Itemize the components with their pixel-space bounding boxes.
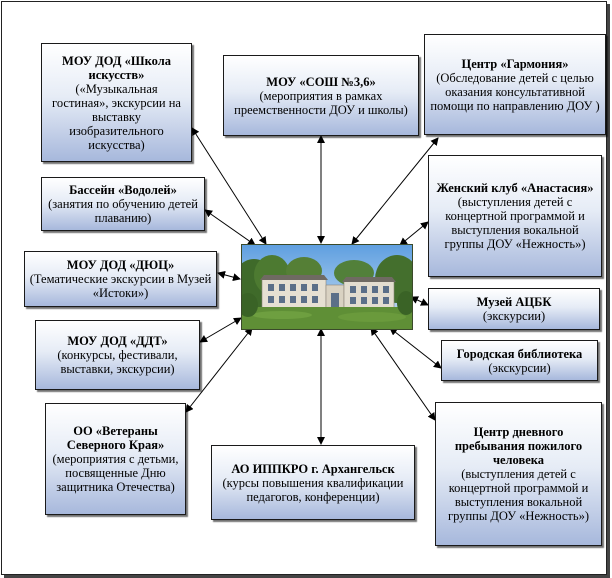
node-description: (занятия по обучению детей плаванию) — [48, 197, 198, 225]
node-title: АО ИППКРО г. Архангельск — [231, 461, 395, 476]
node-sosh: МОУ «СОШ №3,6» (мероприятия в рамках пре… — [223, 55, 419, 136]
node-title: МОУ ДОД «ДДТ» — [67, 334, 168, 348]
node-ippkro: АО ИППКРО г. Архангельск (курсы повышени… — [211, 445, 415, 520]
node-title: Женский клуб «Анастасия» — [436, 181, 594, 195]
center-photo — [241, 244, 413, 330]
node-title: Центр дневного пребывания пожилого челов… — [454, 425, 583, 467]
arrow-dyush — [217, 270, 241, 282]
arrow-ddt — [199, 317, 242, 343]
node-description: (выступления детей с концертной программ… — [444, 195, 586, 251]
arrow-day-center — [370, 327, 436, 421]
arrow-pool — [204, 209, 256, 246]
node-title: МОУ ДОД «Школа искусств» — [62, 53, 171, 82]
arrow-veterans — [185, 327, 253, 413]
arrow-garmonia — [351, 137, 439, 245]
node-day-center: Центр дневного пребывания пожилого челов… — [435, 402, 602, 546]
node-description: (Тематические экскурсии в Музей «Истоки»… — [29, 272, 212, 300]
node-ddt: МОУ ДОД «ДДТ» (конкурсы, фестивали, выст… — [35, 320, 200, 390]
node-description: («Музыкальная гостиная», экскурсии на вы… — [52, 81, 181, 152]
node-description: (мероприятия с детьми, посвященные Дню з… — [52, 452, 179, 494]
arrow-library — [389, 327, 442, 369]
node-description: (выступления детей с концертной программ… — [447, 467, 590, 523]
node-description: (конкурсы, фестивали, выставки, экскурси… — [57, 348, 178, 376]
node-title: ОО «Ветераны Северного Края» — [66, 424, 165, 452]
node-description: (курсы повышения квалификации педагогов,… — [222, 475, 404, 504]
node-veterans: ОО «Ветераны Северного Края» (мероприяти… — [45, 403, 186, 515]
node-description: (экскурсии) — [488, 360, 551, 375]
node-title: Городская библиотека — [456, 346, 583, 361]
node-museum: Музей АЦБК (экскурсии) — [428, 288, 600, 330]
arrow-museum — [410, 296, 429, 306]
node-garmonia: Центр «Гармония» (Обследование детей с ц… — [424, 34, 606, 135]
kindergarten-building-photo — [242, 245, 412, 329]
node-description: (экскурсии) — [482, 309, 546, 323]
node-womens-club: Женский клуб «Анастасия» (выступления де… — [428, 155, 602, 277]
arrow-womens-club — [399, 221, 429, 246]
node-title: Бассейн «Водолей» — [69, 183, 177, 197]
node-title: Музей АЦБК — [476, 295, 552, 309]
node-title: МОУ ДОД «ДЮЦ» — [66, 258, 175, 272]
node-title: МОУ «СОШ №3,6» — [266, 74, 376, 89]
node-school-arts: МОУ ДОД «Школа искусств» («Музыкальная г… — [41, 43, 192, 162]
node-title: Центр «Гармония» — [461, 56, 569, 71]
node-description: (Обследование детей с целью оказания кон… — [430, 70, 600, 113]
node-pool: Бассейн «Водолей» (занятия по обучению д… — [41, 177, 205, 231]
node-dyush: МОУ ДОД «ДЮЦ» (Тематические экскурсии в … — [24, 251, 217, 307]
node-description: (мероприятия в рамках преемственности ДО… — [234, 88, 408, 117]
node-library: Городская библиотека (экскурсии) — [441, 340, 598, 381]
